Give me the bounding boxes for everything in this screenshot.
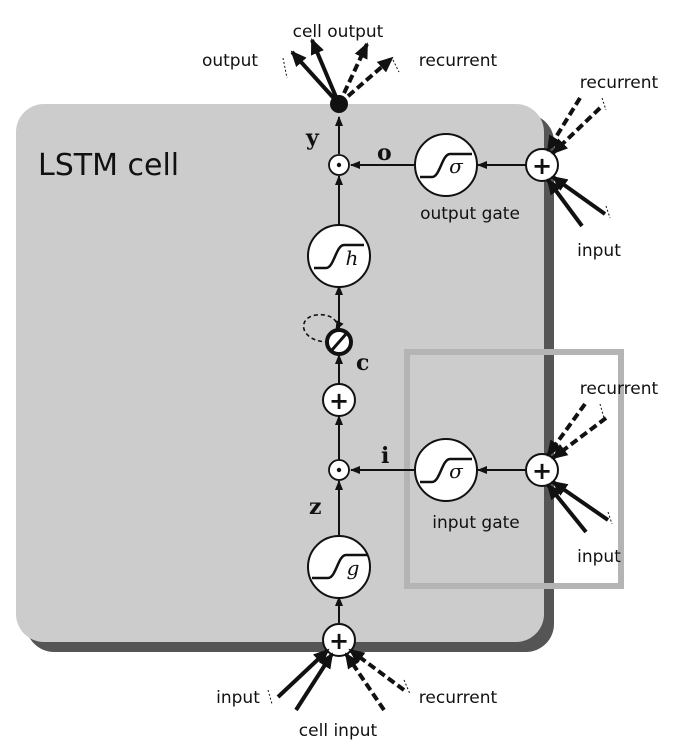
bottom-input-arrows [267, 648, 411, 712]
label-cell-output: cell output [293, 22, 384, 42]
g-squash-node: g [307, 535, 371, 599]
svg-text:+: + [532, 457, 552, 485]
label-top-recurrent: recurrent [419, 51, 498, 71]
label-cell-input: cell input [299, 721, 378, 741]
label-bottom-recurrent: recurrent [419, 688, 498, 708]
var-z: z [309, 494, 322, 520]
c-memory-node [325, 328, 353, 356]
input-gate-label: input gate [432, 513, 519, 533]
var-o: o [377, 140, 392, 166]
svg-text:+: + [329, 627, 349, 655]
svg-text:σ: σ [449, 459, 464, 483]
input-gate-sum-node: + [525, 453, 559, 487]
mult-o-node [328, 154, 350, 176]
label-ig-recurrent: recurrent [580, 379, 659, 399]
cell-input-sum-node: + [322, 623, 356, 657]
label-ig-input: input [577, 547, 621, 567]
output-gate-sum-node: + [525, 148, 559, 182]
svg-text:+: + [532, 152, 552, 180]
self-loop [302, 313, 344, 343]
var-c: c [356, 350, 369, 376]
label-og-recurrent: recurrent [580, 73, 659, 93]
label-top-output: output [202, 51, 258, 71]
cell-title: LSTM cell [38, 148, 179, 183]
output-gate-input-arrows [546, 96, 611, 228]
svg-text:+: + [329, 387, 349, 415]
svg-text:h: h [346, 246, 359, 270]
h-squash-node: h [307, 224, 371, 288]
label-og-input: input [577, 241, 621, 261]
input-gate-input-arrows [546, 402, 613, 534]
input-gate-sigma-node: σ [414, 438, 478, 502]
svg-text:g: g [347, 556, 360, 580]
mult-i-node [328, 459, 350, 481]
var-y: y [305, 125, 320, 151]
c-sum-node: + [322, 383, 356, 417]
label-bottom-input: input [216, 688, 260, 708]
svg-text:σ: σ [449, 154, 464, 178]
var-i: i [381, 443, 389, 469]
output-gate-label: output gate [420, 204, 520, 224]
output-gate-sigma-node: σ [414, 133, 478, 197]
cell-body [16, 104, 544, 642]
top-output-arrows [282, 38, 400, 106]
